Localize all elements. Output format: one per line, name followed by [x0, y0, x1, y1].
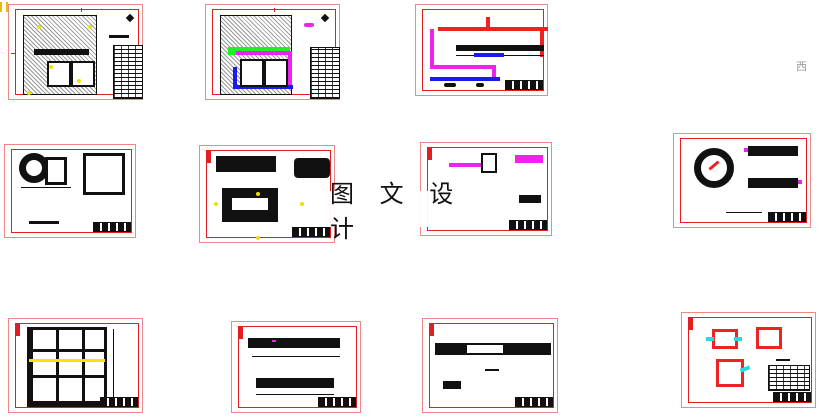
- drawing-sheet-1[interactable]: [8, 4, 143, 100]
- section-detail: [481, 153, 497, 173]
- sheet-frame: [429, 323, 554, 408]
- sheet-frame: [238, 326, 357, 408]
- sheet-frame: [427, 147, 548, 231]
- sheet-frame: [15, 323, 139, 408]
- well-detail-3: [716, 359, 744, 387]
- pipe-blue: [474, 53, 504, 57]
- foundation-grid: [27, 327, 107, 407]
- drawing-sheet-9[interactable]: [231, 321, 361, 413]
- legend-table: [310, 47, 340, 99]
- drawing-sheet-4[interactable]: [4, 144, 136, 238]
- drawing-sheet-8[interactable]: [8, 318, 143, 413]
- corner-marker-icon: [0, 2, 8, 12]
- sheet-frame: [680, 138, 807, 223]
- section-1: [748, 146, 798, 156]
- legend-table: [113, 45, 143, 99]
- section-a: [216, 156, 276, 172]
- axis-line: [29, 359, 105, 362]
- drawing-sheet-7[interactable]: [673, 133, 811, 228]
- tank-plan: [694, 148, 734, 188]
- sheet-frame: [688, 317, 812, 403]
- watermark-label: 图 文 设 计: [330, 180, 495, 243]
- section-2: [748, 178, 798, 188]
- well-detail-2: [756, 327, 782, 349]
- pipe-magenta: [430, 29, 434, 69]
- long-section-1: [248, 338, 340, 348]
- drawing-sheet-11[interactable]: [681, 312, 816, 408]
- pipe-magenta: [236, 51, 290, 55]
- tank-section: [83, 153, 125, 195]
- drawing-sheet-3[interactable]: [415, 4, 548, 96]
- pipe-red: [438, 27, 548, 31]
- pipe-blue: [233, 67, 237, 89]
- drawing-sheet-5[interactable]: [199, 145, 335, 243]
- sheet-frame: [11, 149, 132, 233]
- process-section: [456, 45, 544, 51]
- drawing-sheet-2[interactable]: [205, 4, 340, 100]
- side-label: 西: [796, 60, 807, 73]
- long-section-2: [256, 378, 334, 388]
- schedule-table: [768, 365, 810, 391]
- drawing-sheet-10[interactable]: [422, 318, 558, 413]
